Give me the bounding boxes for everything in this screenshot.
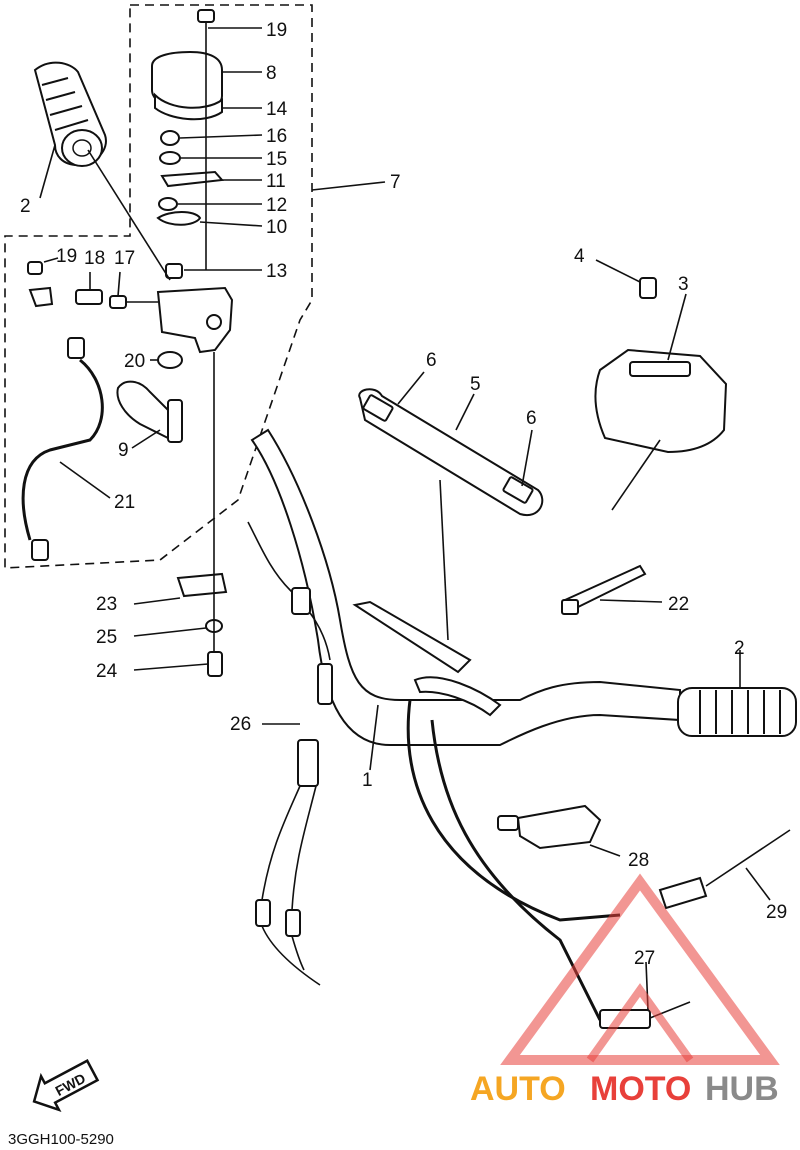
watermark-auto: AUTO <box>470 1070 566 1108</box>
lever-holder-part-7 <box>156 263 234 354</box>
callout-5: 5 <box>470 374 481 395</box>
diagram-code: 3GGH100-5290 <box>8 1131 114 1148</box>
screw-part-17 <box>109 295 158 309</box>
callout-11: 11 <box>266 171 286 192</box>
lever-part-9 <box>116 380 183 443</box>
callout-10: 10 <box>266 217 287 238</box>
lever-cover-part-8 <box>151 50 223 121</box>
switch-housing-part-3 <box>594 348 728 454</box>
switch-part-28 <box>497 804 602 850</box>
assembly-outline-7 <box>4 4 313 569</box>
washer-part-12 <box>158 197 178 211</box>
screw-part-4 <box>639 277 657 299</box>
callout-25: 25 <box>96 627 117 648</box>
watermark-moto: MOTO <box>590 1070 691 1108</box>
callout-12: 12 <box>266 195 287 216</box>
callout-24: 24 <box>96 661 118 682</box>
bolt-part-18 <box>75 289 103 305</box>
leader-lines <box>39 27 771 1011</box>
watermark-hub: HUB <box>705 1070 779 1108</box>
callout-labels: 19 8 14 16 15 11 12 10 7 13 2 19 18 17 2… <box>20 20 787 969</box>
throttle-cable-part-26 <box>247 521 333 986</box>
watermark-triangle-icon <box>500 873 780 1065</box>
callout-20: 20 <box>124 351 145 372</box>
callout-16: 16 <box>266 126 287 147</box>
grip-left-part-2 <box>33 61 107 167</box>
callout-18: 18 <box>84 248 105 269</box>
washer-part-20 <box>157 351 183 369</box>
callout-26: 26 <box>230 714 251 735</box>
throttle-tube-part-5 <box>358 388 544 517</box>
holder-part-23 <box>176 572 228 598</box>
screw-part-19 <box>197 9 215 46</box>
callout-17: 17 <box>114 248 135 269</box>
callout-6-right: 6 <box>526 408 537 429</box>
callout-28: 28 <box>628 850 649 871</box>
callout-3: 3 <box>678 274 689 295</box>
callout-1: 1 <box>362 770 373 791</box>
callout-2-right: 2 <box>734 638 745 659</box>
callout-4: 4 <box>574 246 585 267</box>
callout-29: 29 <box>766 902 787 923</box>
callout-21: 21 <box>114 492 135 513</box>
grip-right-part-2 <box>677 687 797 737</box>
callout-14: 14 <box>266 99 288 120</box>
fwd-arrow-icon: FWD <box>32 1059 100 1112</box>
callout-7: 7 <box>390 172 401 193</box>
cable-part-29 <box>658 829 791 910</box>
callout-19: 19 <box>266 20 287 41</box>
screw-part-19b <box>27 261 43 275</box>
callout-2-left: 2 <box>20 196 31 217</box>
callout-9: 9 <box>118 440 129 461</box>
collar-part-10 <box>156 211 202 226</box>
callout-8: 8 <box>266 63 277 84</box>
callout-19-left: 19 <box>56 246 77 267</box>
plate-part-11 <box>160 170 225 188</box>
cable-tie-part-22 <box>561 564 647 615</box>
washer-part-15 <box>159 151 181 165</box>
callout-27: 27 <box>634 948 655 969</box>
callout-13: 13 <box>266 261 287 282</box>
bolt-part-24 <box>207 651 223 677</box>
callout-23: 23 <box>96 594 117 615</box>
nut-part-16 <box>160 130 180 146</box>
callout-22: 22 <box>668 594 689 615</box>
callout-6-left: 6 <box>426 350 437 371</box>
switch-part-21 <box>21 286 104 561</box>
watermark-logo: AUTO MOTO HUB <box>470 873 780 1108</box>
callout-15: 15 <box>266 149 287 170</box>
